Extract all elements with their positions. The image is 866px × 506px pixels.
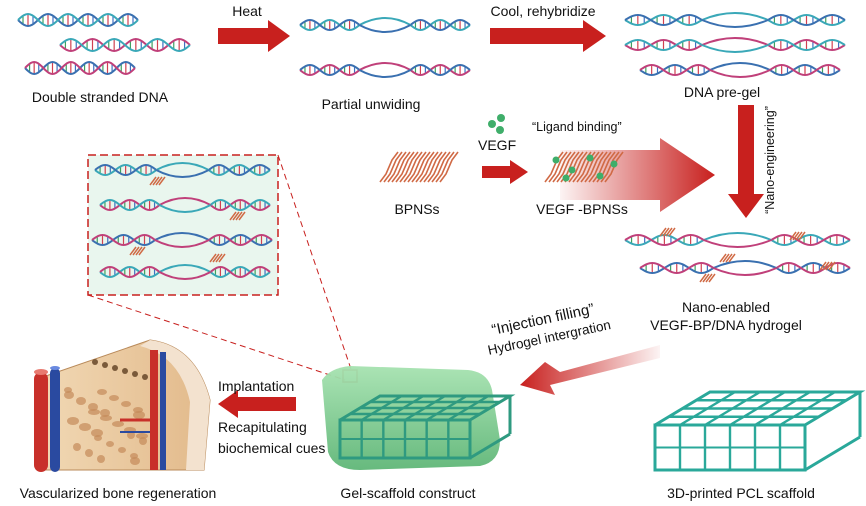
zoom-inset [87,154,358,383]
nano-engineering-arrow [728,105,764,218]
label-heat: Heat [232,3,262,19]
cool-rehybridize-arrow [490,20,606,52]
heat-arrow [218,20,290,52]
label-vascularized-bone: Vascularized bone regeneration [19,485,217,501]
label-recapitulating-2: biochemical cues [218,440,326,456]
vegf-bpns-illustration [544,151,624,183]
implantation-arrow [218,390,296,418]
bpns-illustration [379,151,459,183]
label-bpnss: BPNSs [394,201,440,217]
partial-unwinding-illustration [299,17,471,78]
gel-scaffold-illustration [322,366,516,470]
label-pcl-scaffold: 3D-printed PCL scaffold [667,485,815,501]
label-vegf: VEGF [478,137,517,153]
nano-enabled-hydrogel-illustration [624,227,851,283]
label-nano-engineering: “Nano-engineering” [763,106,777,214]
label-double-stranded-dna: Double stranded DNA [31,89,169,105]
label-dna-pregel: DNA pre-gel [683,84,761,100]
pcl-scaffold-illustration [653,390,866,472]
label-recapitulating-1: Recapitulating [218,419,307,435]
label-ligand-binding: “Ligand binding” [532,120,622,134]
label-partial-unwinding: Partial unwiding [321,96,421,112]
label-nano-enabled-2: VEGF-BP/DNA hydrogel [650,317,802,333]
label-vegf-bpnss: VEGF -BPNSs [536,201,628,217]
vegf-arrow [482,160,528,184]
injection-arrow [520,345,660,395]
vegf-molecules [488,114,505,134]
bone-illustration [34,339,211,472]
label-gel-scaffold: Gel-scaffold construct [340,485,476,501]
dna-pregel-illustration [624,12,846,78]
double-stranded-dna-illustration [17,12,191,76]
label-cool-rehybridize: Cool, rehybridize [490,3,596,19]
label-nano-enabled-1: Nano-enabled [682,299,770,315]
label-implantation: Implantation [218,378,295,394]
